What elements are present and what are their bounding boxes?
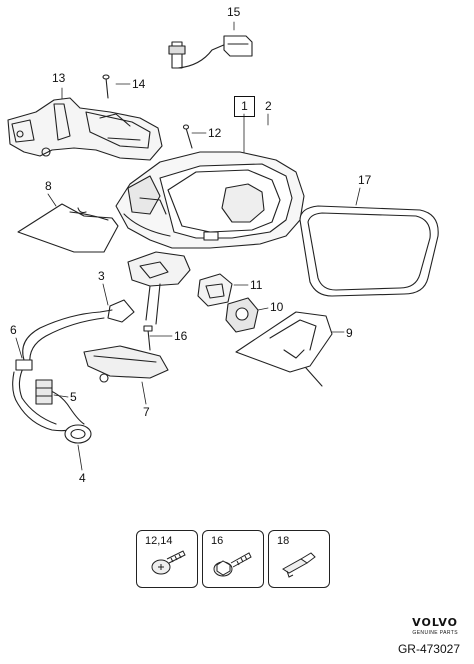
part-8-cover bbox=[17, 203, 119, 253]
part-17-mirror-glass bbox=[299, 205, 439, 297]
panel-label: 18 bbox=[277, 535, 290, 547]
label-6: 6 bbox=[10, 323, 17, 337]
part-4-grommet bbox=[64, 424, 92, 444]
label-5: 5 bbox=[70, 390, 77, 404]
brand-logo: VOLVO GENUINE PARTS bbox=[412, 616, 458, 636]
fastener-panel-12-14: 12,14 bbox=[136, 530, 198, 588]
label-16: 16 bbox=[174, 329, 188, 343]
flange-bolt-icon bbox=[213, 552, 252, 577]
part-7-indicator bbox=[83, 345, 169, 383]
label-13: 13 bbox=[52, 71, 66, 85]
label-8: 8 bbox=[45, 179, 52, 193]
clip-icon bbox=[282, 552, 316, 578]
reference-code: GR-473027 bbox=[397, 642, 460, 656]
part-15-sensor bbox=[168, 35, 253, 69]
part-9-cover bbox=[235, 311, 333, 387]
part-3-arm bbox=[107, 251, 191, 325]
label-4: 4 bbox=[79, 471, 86, 485]
mirror-housing bbox=[115, 151, 305, 249]
label-7: 7 bbox=[143, 405, 150, 419]
brand-subtitle: GENUINE PARTS bbox=[412, 630, 458, 636]
panel-label: 16 bbox=[211, 535, 224, 547]
label-2: 2 bbox=[265, 99, 272, 113]
part-6-harness bbox=[12, 309, 113, 432]
part-16-bolt bbox=[143, 325, 153, 351]
label-3: 3 bbox=[98, 269, 105, 283]
label-1: 1 bbox=[234, 96, 255, 117]
part-11-clip bbox=[197, 273, 233, 307]
label-9: 9 bbox=[346, 326, 353, 340]
label-11: 11 bbox=[250, 278, 263, 292]
part-12-pin bbox=[182, 124, 193, 149]
label-17: 17 bbox=[358, 173, 372, 187]
part-14-screw bbox=[102, 74, 110, 99]
part-10-lamp bbox=[225, 297, 259, 333]
bolt-icon bbox=[151, 550, 186, 575]
part-13-bracket bbox=[7, 97, 163, 161]
label-15: 15 bbox=[227, 5, 241, 19]
panel-label: 12,14 bbox=[145, 535, 173, 547]
fastener-panel-16: 16 bbox=[202, 530, 264, 588]
part-5-connector bbox=[35, 379, 53, 405]
label-14: 14 bbox=[132, 77, 146, 91]
brand-name: VOLVO bbox=[412, 616, 458, 629]
label-12: 12 bbox=[208, 126, 222, 140]
label-10: 10 bbox=[270, 300, 284, 314]
fastener-panel-18: 18 bbox=[268, 530, 330, 588]
